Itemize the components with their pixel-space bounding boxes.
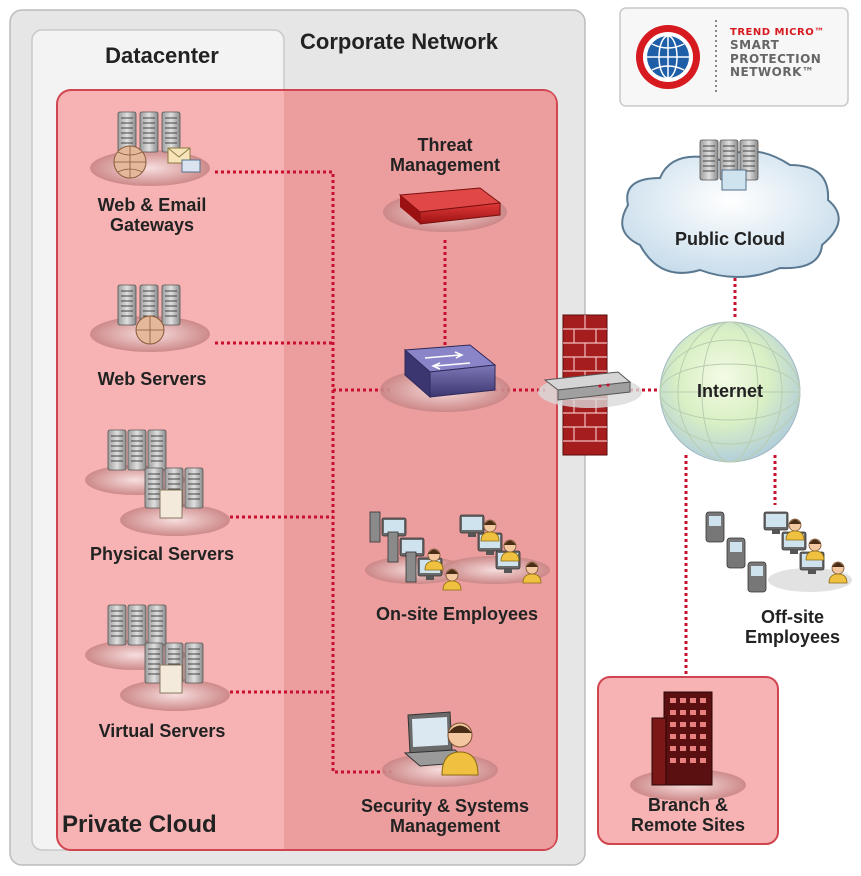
globe-icon: [659, 321, 801, 463]
threat-management-label: Threat Management: [380, 135, 510, 176]
router-icon: [538, 371, 642, 408]
logo-brand: TREND MICRO™: [730, 27, 825, 38]
virtual-servers-label: Virtual Servers: [98, 721, 226, 741]
public-cloud-label: Public Cloud: [675, 229, 785, 249]
web-email-gateways-line2: Gateways: [109, 214, 195, 235]
branch-sites-line2: Remote Sites: [630, 814, 746, 835]
firewall-appliance-icon: [383, 187, 507, 232]
datacenter-title: Datacenter: [105, 43, 219, 68]
offsite-employees-icon: [705, 511, 852, 593]
corporate-network-title: Corporate Network: [300, 29, 499, 54]
building-icon: [630, 691, 746, 801]
logo-text: TREND MICRO™ SMART PROTECTION NETWORK™: [730, 25, 825, 80]
web-email-gateways-line1: Web & Email: [97, 195, 207, 215]
internet-label: Internet: [696, 381, 763, 401]
private-cloud-title: Private Cloud: [62, 811, 217, 838]
security-management-icon: [382, 711, 498, 787]
threat-management-line1: Threat: [417, 135, 473, 155]
security-management-line1: Security & Systems: [360, 796, 530, 816]
corporate-overlay: [284, 91, 556, 849]
onsite-employees-label: On-site Employees: [375, 604, 539, 624]
security-management-label: Security & Systems Management: [330, 796, 560, 837]
network-switch-icon: [380, 344, 510, 412]
trend-globe-logo-icon: [636, 25, 700, 89]
offsite-employees-label: Off-site Employees: [730, 607, 855, 648]
branch-sites-line1: Branch &: [647, 795, 728, 815]
web-email-gateways-label: Web & Email Gateways: [62, 195, 242, 236]
physical-servers-icon: [85, 429, 230, 536]
cloud-icon: [621, 139, 840, 278]
physical-servers-label: Physical Servers: [89, 544, 235, 564]
branch-sites-label: Branch & Remote Sites: [598, 795, 778, 836]
logo-line3: NETWORK™: [730, 65, 815, 80]
offsite-employees-line2: Employees: [744, 626, 841, 647]
virtual-servers-icon: [85, 604, 230, 711]
web-email-gateways-icon: [90, 111, 210, 186]
logo-line2: PROTECTION: [730, 51, 822, 66]
onsite-employees-icon: [365, 511, 550, 591]
logo-line1: SMART: [730, 37, 780, 52]
security-management-line2: Management: [389, 815, 501, 836]
threat-management-line2: Management: [389, 154, 501, 175]
web-servers-icon: [90, 284, 210, 352]
phone-icon: [705, 511, 767, 593]
offsite-employees-line1: Off-site: [761, 607, 824, 627]
web-servers-label: Web Servers: [97, 369, 207, 389]
